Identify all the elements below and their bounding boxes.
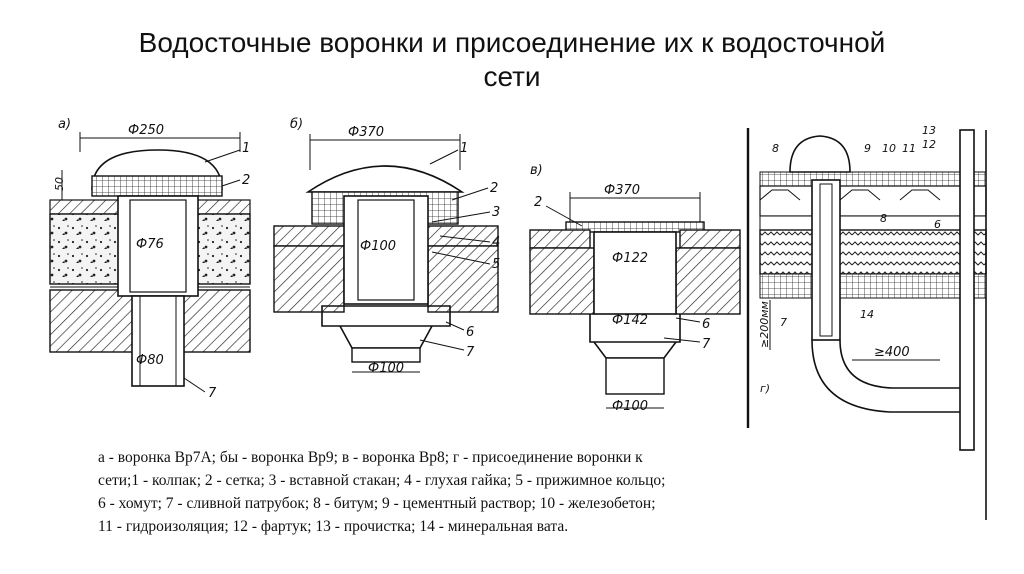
figure-c: в) Ф370 Ф122 Ф142 Ф100 2 6 7	[529, 163, 741, 414]
figure-a-dim-1: Ф250	[128, 123, 164, 138]
figure-d-callout-9: 14	[860, 308, 874, 321]
figure-c-dim-1: Ф370	[604, 183, 640, 198]
figure-d-callout-2: 12	[922, 138, 936, 151]
figure-c-tag: в)	[530, 163, 543, 178]
figure-a-dim-4: 50	[53, 177, 66, 191]
figure-b-callout-1: 1	[460, 141, 468, 156]
figure-a-callout-2: 2	[242, 173, 250, 188]
caption-line-4: 11 - гидроизоляция; 12 - фартук; 13 - пр…	[98, 518, 569, 535]
figure-c-dim-4: Ф100	[612, 399, 648, 414]
figure-b-callout-6: 6	[466, 325, 474, 340]
figure-c-callout-1: 2	[534, 195, 542, 210]
figure-b: б) Ф370 Ф100 Ф100 1 2 3 4 5 6	[273, 117, 500, 376]
title-line-1: Водосточные воронки и присоединение их к…	[138, 27, 886, 58]
figure-d-callout-6: 11	[902, 142, 916, 155]
figure-a-callout-3: 7	[208, 386, 217, 401]
figure-b-dim-1: Ф370	[348, 125, 384, 140]
figure-d-callout-8: 6	[934, 218, 941, 231]
figure-a-callout-1: 1	[242, 141, 250, 156]
figure-d-dim-2: ≥400	[874, 345, 910, 360]
figure-a-dim-2: Ф76	[136, 237, 164, 252]
figure-d-callout-1: 13	[922, 124, 936, 137]
figure-b-dim-3: Ф100	[368, 361, 404, 376]
figure-a-tag: а)	[58, 117, 71, 132]
figure-d-callout-4: 9	[864, 142, 871, 155]
figure-c-callout-2: 6	[702, 317, 710, 332]
caption-line-3: 6 - хомут; 7 - сливной патрубок; 8 - бит…	[98, 495, 656, 512]
caption-line-2: сети;1 - колпак; 2 - сетка; 3 - вставной…	[98, 472, 666, 489]
figure-d-callout-3: 8	[772, 142, 779, 155]
figure-b-callout-3: 3	[492, 205, 500, 220]
figure-d-tag: г)	[760, 382, 770, 395]
figure-b-callout-2: 2	[490, 181, 498, 196]
figure-d-callout-5: 10	[882, 142, 896, 155]
figure-b-callout-7: 7	[466, 345, 475, 360]
figure-caption: а - воронка Вр7А; бы - воронка Вр9; в - …	[98, 446, 798, 538]
figure-b-callout-5: 5	[492, 257, 500, 272]
figure-c-dim-2: Ф122	[612, 251, 648, 266]
figure-a-dim-3: Ф80	[136, 353, 164, 368]
title-line-2: сети	[483, 61, 541, 92]
figure-d-callout-10: 7	[780, 316, 787, 329]
figure-b-tag: б)	[290, 117, 303, 132]
figure-a: а) Ф250 50 Ф76 Ф80 1 2 7	[49, 117, 251, 401]
page-title: Водосточные воронки и присоединение их к…	[40, 26, 984, 94]
figure-b-dim-2: Ф100	[360, 239, 396, 254]
figure-d-dim-1: ≥200мм	[758, 301, 771, 348]
figure-c-dim-3: Ф142	[612, 313, 648, 328]
figure-d: ≥200мм ≥400 13 12 8 9 10 11 8 6 14 7 г)	[746, 124, 987, 520]
figure-c-callout-3: 7	[702, 337, 711, 352]
figure-b-callout-4: 4	[492, 235, 500, 250]
figure-d-callout-7: 8	[880, 212, 887, 225]
caption-line-1: а - воронка Вр7А; бы - воронка Вр9; в - …	[98, 449, 643, 466]
